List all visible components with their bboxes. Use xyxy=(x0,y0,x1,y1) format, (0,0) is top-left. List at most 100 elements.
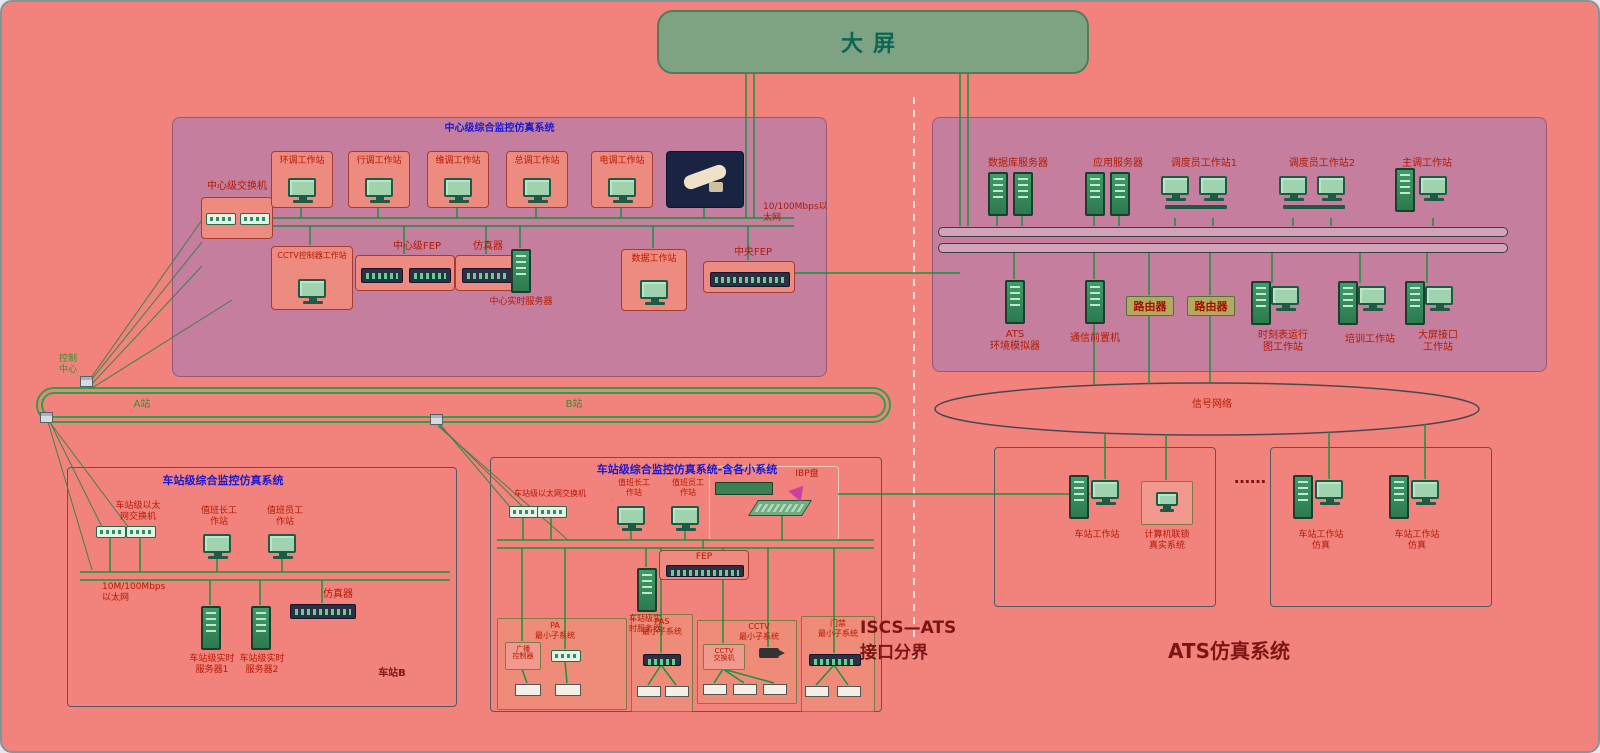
access-device-box xyxy=(837,686,861,697)
tower-server-icon xyxy=(1085,280,1105,324)
monitor-icon xyxy=(608,178,638,203)
monitor-icon xyxy=(203,534,233,559)
station-b-tag: 车站B xyxy=(378,668,406,679)
tower-server-icon xyxy=(201,606,221,650)
ats-sim-station-box: 车站工作站 仿真 车站工作站 仿真 xyxy=(1270,447,1492,607)
station-rt-server-label: 车站级实 时服务器 xyxy=(629,614,661,633)
rack-icon xyxy=(462,268,514,283)
switch-icon xyxy=(551,650,581,662)
tower-server-icon xyxy=(251,606,271,650)
router-box: 路由器 xyxy=(1187,296,1235,316)
iscs-ats-boundary-caption: ISCS—ATS 接口分界 xyxy=(860,618,957,663)
station-iscs-box: 车站级综合监控仿真系统 车站级以太 网交换机 值班长工 作站 值班员工 作站 1… xyxy=(67,467,457,707)
rack-icon xyxy=(361,268,403,283)
tower-server-icon xyxy=(1013,172,1033,216)
tower-server-icon xyxy=(1069,475,1089,519)
workstation-label: 总调工作站 xyxy=(514,156,560,166)
dispatcher-ws2-label: 调度员工作站2 xyxy=(1288,158,1356,169)
main-dispatch-ws-label: 主调工作站 xyxy=(1402,158,1452,169)
monitor-icon xyxy=(1091,480,1121,505)
monitor-icon xyxy=(523,178,553,203)
station-fep-card: FEP xyxy=(659,550,749,580)
dispatcher-ws1-label: 调度员工作站1 xyxy=(1170,158,1238,169)
duty-chief-ws-label: 值班长工 作站 xyxy=(618,478,650,497)
simulator-card xyxy=(455,255,519,291)
dispatch-phone-card xyxy=(666,151,744,208)
data-workstation-card: 数据工作站 xyxy=(621,249,687,311)
switch-icon xyxy=(509,506,539,518)
ibp-device-icon xyxy=(715,482,773,495)
tower-server-icon xyxy=(988,172,1008,216)
switch-icon xyxy=(206,213,236,225)
access-subsystem-label: 门禁 最小子系统 xyxy=(818,619,858,638)
tower-server-icon xyxy=(511,249,531,293)
switch-icon xyxy=(126,526,156,538)
screen-interface-ws-label: 大屏接口 工作站 xyxy=(1418,330,1458,353)
central-workstation-card: 电调工作站 xyxy=(591,151,653,208)
station-server1-label: 车站级实时 服务器1 xyxy=(189,654,235,675)
central-fep-card xyxy=(703,261,795,293)
switch-icon xyxy=(96,526,126,538)
workstation-label: 维调工作站 xyxy=(435,156,481,166)
duty-chief-ws-label: 值班长工 作站 xyxy=(200,506,237,527)
monitor-icon xyxy=(1271,286,1301,311)
phone-console-icon xyxy=(681,162,729,194)
tower-server-icon xyxy=(1085,172,1105,216)
ring-network-outer xyxy=(36,387,891,423)
monitor-icon xyxy=(617,506,647,531)
cctv-device-box xyxy=(703,684,727,695)
subsys-box-title: 车站级综合监控仿真系统-含各小系统 xyxy=(596,463,778,476)
cctv-subsystem-label: CCTV 最小子系统 xyxy=(739,622,779,641)
subsys-switch-label: 车站级以太网交换机 xyxy=(514,489,586,498)
ibp-console-icon xyxy=(748,500,812,516)
ethernet-bus-label: 10/100Mbps以 太网 xyxy=(763,202,828,223)
workstation-label: 电调工作站 xyxy=(599,156,645,166)
tower-server-icon xyxy=(1389,475,1409,519)
fep-label: FEP xyxy=(695,552,713,562)
pa-subsystem-label: PA 最小子系统 xyxy=(535,621,575,640)
central-workstation-card: 行调工作站 xyxy=(348,151,410,208)
center-fep-label: 中心级FEP xyxy=(392,241,442,252)
rack-icon xyxy=(290,604,356,619)
rt-server-label: 中心实时服务器 xyxy=(489,297,553,307)
cctv-controller-card: CCTV控制器工作站 xyxy=(271,246,353,310)
station-b-label: B站 xyxy=(565,399,583,410)
monitor-icon xyxy=(640,280,670,305)
cctv-switch-card: CCTV 交换机 xyxy=(703,644,745,670)
ats-box: 数据库服务器 应用服务器 调度员工作站1 调度员工作站2 主调工作站 ATS 环… xyxy=(932,117,1547,372)
desk-icon xyxy=(1283,205,1345,209)
center-fep-card xyxy=(355,255,455,291)
workstation-label: CCTV控制器工作站 xyxy=(277,251,347,260)
router-box: 路由器 xyxy=(1126,296,1174,316)
monitor-icon xyxy=(1315,480,1345,505)
workstation-label: 环调工作站 xyxy=(279,156,325,166)
ring-node-icon xyxy=(40,412,53,423)
central-workstation-card: 总调工作站 xyxy=(506,151,568,208)
access-device-box xyxy=(805,686,829,697)
ring-network-inner xyxy=(41,392,886,418)
training-ws-label: 培训工作站 xyxy=(1345,334,1395,345)
monitor-icon xyxy=(1358,286,1388,311)
central-iscs-box: 中心级综合监控仿真系统 中心级交换机 环调工作站 行调工作站 维调工作站 总调工… xyxy=(172,117,828,377)
tower-server-icon xyxy=(1395,168,1415,212)
db-server-label: 数据库服务器 xyxy=(988,158,1048,169)
ibp-label: IBP盘 xyxy=(795,469,819,479)
monitor-icon xyxy=(671,506,701,531)
tower-server-icon xyxy=(1338,281,1358,325)
ats-env-simulator-label: ATS 环境模拟器 xyxy=(990,329,1040,352)
app-server-label: 应用服务器 xyxy=(1093,158,1143,169)
monitor-icon xyxy=(1419,176,1449,201)
duty-staff-ws-label: 值班员工 作站 xyxy=(266,506,303,527)
switch-icon xyxy=(240,213,270,225)
big-screen: 大屏 xyxy=(657,10,1089,74)
interlock-label: 计算机联锁 真实系统 xyxy=(1144,530,1190,551)
center-switch-label: 中心级交换机 xyxy=(207,181,267,192)
tower-server-icon xyxy=(1110,172,1130,216)
monitor-icon xyxy=(1317,176,1347,201)
desk-icon xyxy=(1165,205,1227,209)
workstation-label: 数据工作站 xyxy=(631,254,677,264)
station-subsys-box: 车站级综合监控仿真系统-含各小系统 车站级以太网交换机 值班长工 作站 值班员工… xyxy=(490,457,882,712)
central-box-title: 中心级综合监控仿真系统 xyxy=(444,123,555,134)
monitor-icon xyxy=(1161,176,1191,201)
tower-server-icon xyxy=(1293,475,1313,519)
